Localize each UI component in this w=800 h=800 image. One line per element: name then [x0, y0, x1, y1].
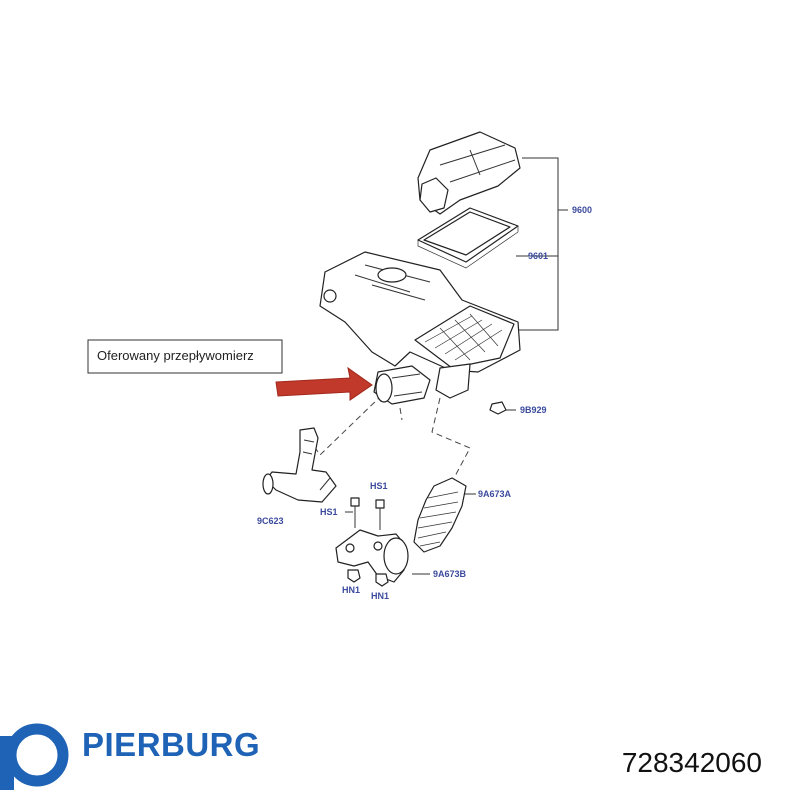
bolt-hs1-right: [375, 499, 385, 530]
nut-hn1-right: [375, 573, 389, 587]
label-9600: 9600: [572, 205, 592, 215]
duct-9a673a: [413, 477, 467, 553]
bracket-9a673b: [335, 529, 409, 583]
hose-9c623: [262, 427, 337, 503]
label-hn1-right: HN1: [371, 591, 389, 601]
label-9b929: 9B929: [520, 405, 547, 415]
part-labels: 9600 9601 9B929 9C623 HS1 HS1 9A673A 9A6…: [257, 205, 592, 601]
label-9c623: 9C623: [257, 516, 284, 526]
nut-hn1-left: [347, 569, 361, 583]
label-9a673a: 9A673A: [478, 489, 512, 499]
label-hs1-left: HS1: [320, 507, 338, 517]
air-filter-housing: [319, 251, 521, 399]
callout-box: Oferowany przepływomierz: [87, 339, 283, 374]
pierburg-logo-icon: [0, 723, 70, 800]
label-9a673b: 9A673B: [433, 569, 467, 579]
highlight-arrow: [275, 366, 373, 401]
clip-9b929: [489, 401, 507, 415]
part-number: 728342060: [622, 747, 762, 778]
label-hs1-top: HS1: [370, 481, 388, 491]
label-hn1-left: HN1: [342, 585, 360, 595]
air-filter-element: [417, 207, 519, 269]
air-filter-cover: [417, 131, 521, 215]
bolt-hs1-left: [350, 497, 360, 528]
callout-text: Oferowany przepływomierz: [97, 348, 254, 363]
assembly-dashed-lines: [309, 394, 471, 479]
mass-air-flow-meter: [373, 365, 431, 405]
brand-name: PIERBURG: [82, 726, 260, 763]
label-9601: 9601: [528, 251, 548, 261]
